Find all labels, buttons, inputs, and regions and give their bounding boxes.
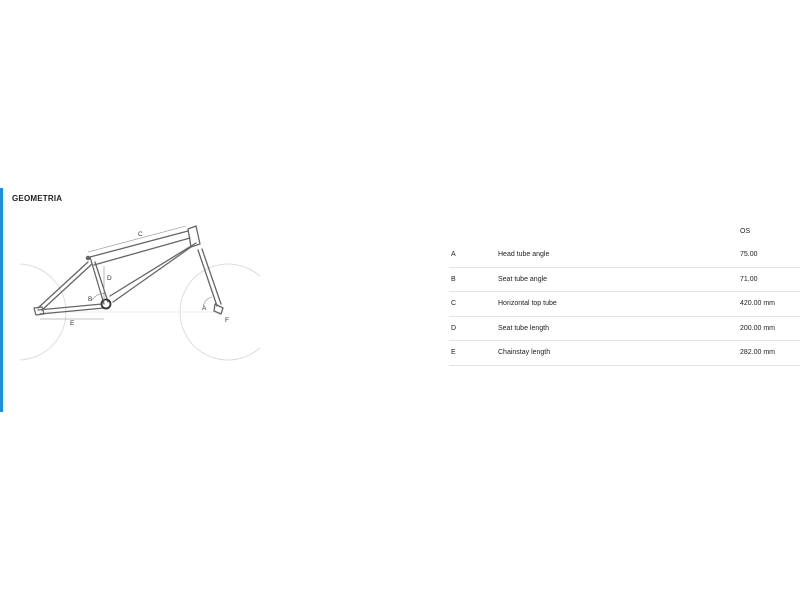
- table-row: B Seat tube angle 71.00: [449, 268, 800, 292]
- row-code: B: [451, 275, 456, 283]
- row-code: E: [451, 349, 456, 356]
- chain-stay: [37, 303, 103, 311]
- row-value: 200.00 mm: [740, 324, 776, 332]
- row-value: 282.00 mm: [740, 349, 776, 356]
- dim-b-arc: [91, 293, 107, 301]
- down-tube-upper: [109, 242, 197, 297]
- geometry-table-header: OS: [449, 219, 800, 243]
- head-tube: [187, 225, 201, 248]
- geometry-table: OS A Head tube angle 75.00 B Seat tube a…: [449, 219, 800, 366]
- row-code: D: [451, 324, 457, 332]
- row-name: Seat tube angle: [498, 275, 548, 283]
- row-name: Head tube angle: [498, 251, 550, 258]
- down-tube: [112, 246, 192, 303]
- table-row: D Seat tube length 200.00 mm: [449, 317, 800, 341]
- dim-label-d: D: [107, 275, 112, 282]
- dim-label-a: A: [202, 305, 207, 312]
- seat-stay-inner: [41, 263, 93, 311]
- seat-tube: [89, 256, 105, 305]
- dim-label-b: B: [88, 296, 92, 303]
- row-name: Seat tube length: [498, 324, 549, 332]
- section-title: GEOMETRIA: [12, 194, 63, 203]
- dimension-lines: [40, 225, 213, 320]
- row-name: Chainstay length: [498, 349, 551, 356]
- table-row: C Horizontal top tube 420.00 mm: [449, 292, 800, 317]
- row-code: A: [451, 251, 456, 258]
- seat-tube-rear: [94, 261, 109, 303]
- row-value: 71.00: [740, 275, 758, 283]
- dim-a-arc: [202, 296, 213, 307]
- bike-frame: [33, 225, 224, 316]
- chain-stay-lower: [39, 307, 105, 315]
- top-tube: [89, 230, 189, 258]
- row-code: C: [451, 300, 457, 307]
- frame-geometry-diagram: C D B E A F: [20, 225, 260, 361]
- fork-dropout: [213, 303, 224, 315]
- fork-leg: [197, 249, 218, 307]
- seat-clamp: [85, 255, 91, 261]
- table-row: E Chainstay length 282.00 mm: [449, 341, 800, 366]
- dim-label-c: C: [138, 231, 143, 238]
- seat-stay: [37, 261, 89, 309]
- row-name: Horizontal top tube: [498, 300, 557, 307]
- table-row: A Head tube angle 75.00: [449, 243, 800, 268]
- top-tube-lower: [93, 237, 191, 266]
- bottom-bracket: [100, 298, 112, 310]
- dim-c-line: [87, 225, 187, 253]
- fork-leg-inner: [201, 248, 222, 305]
- row-value: 75.00: [740, 251, 758, 258]
- row-value: 420.00 mm: [740, 300, 776, 307]
- section-accent-bar: [0, 188, 3, 412]
- size-column-header: OS: [740, 228, 751, 235]
- dim-label-f: F: [225, 317, 229, 324]
- rear-dropout: [33, 306, 45, 316]
- dim-label-e: E: [70, 320, 75, 327]
